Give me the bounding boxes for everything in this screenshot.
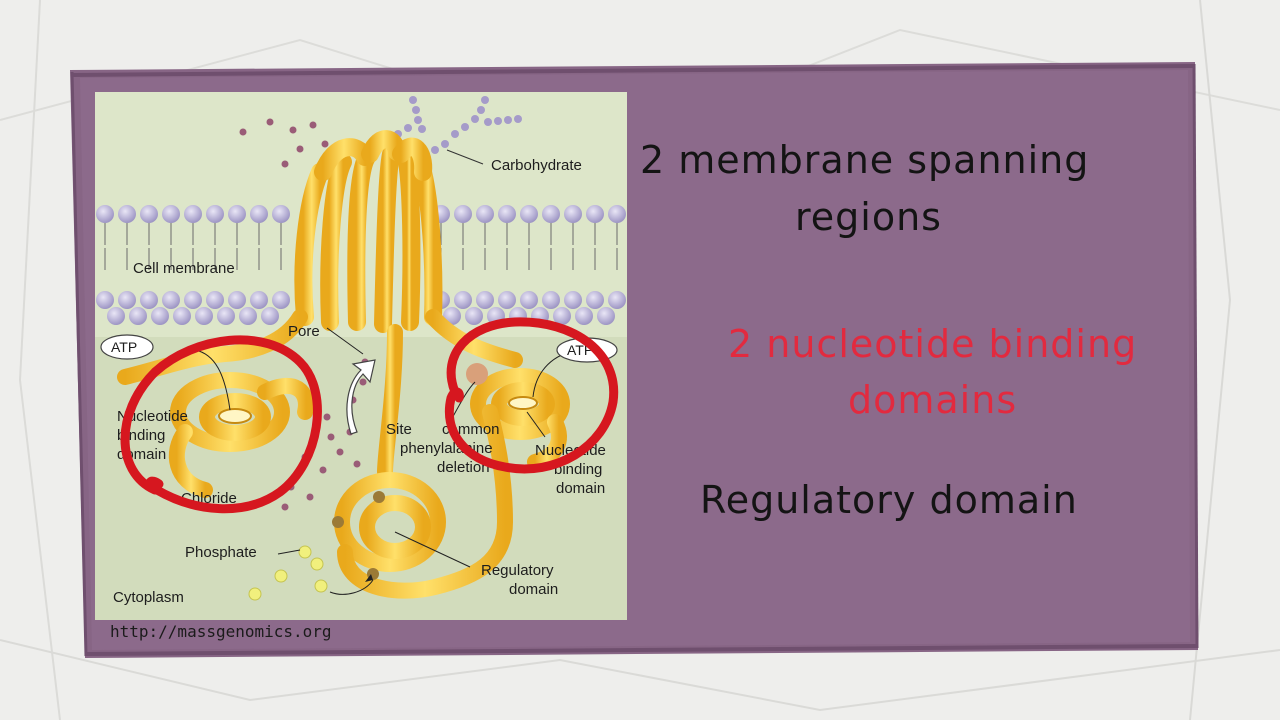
note-line-3: 2 nucleotide binding <box>728 322 1138 366</box>
label-nbd-left-3: domain <box>117 446 167 463</box>
label-site-3: phenylalanine <box>400 440 493 457</box>
label-regulatory-2: domain <box>509 581 559 598</box>
label-nbd-right-1: Nucleotide <box>535 442 606 459</box>
label-chloride: Chloride <box>181 490 237 507</box>
atp-binding-pocket-right <box>508 396 538 410</box>
note-line-1: 2 membrane spanning <box>640 138 1090 182</box>
phosphorylation-site <box>373 491 385 503</box>
phenylalanine-site-marker <box>466 363 488 385</box>
phosphorylation-site <box>332 516 344 528</box>
cftr-diagram: Carbohydrate Cell membrane Pore ATP ATP … <box>95 92 627 620</box>
note-line-4: domains <box>848 378 1018 422</box>
carbohydrate-pointer <box>446 149 484 165</box>
label-carbohydrate: Carbohydrate <box>491 157 582 174</box>
note-line-5: Regulatory domain <box>700 478 1078 522</box>
label-site-4: deletion <box>437 459 490 476</box>
label-atp-left: ATP <box>111 339 138 355</box>
label-cytoplasm: Cytoplasm <box>113 589 184 606</box>
source-credit: http://massgenomics.org <box>110 622 332 641</box>
label-atp-right: ATP <box>567 342 594 358</box>
transmembrane-domain <box>294 130 443 333</box>
label-phosphate: Phosphate <box>185 544 257 561</box>
label-regulatory-1: Regulatory <box>481 562 554 579</box>
label-site-2: common <box>442 421 500 438</box>
note-line-2: regions <box>795 195 942 239</box>
label-nbd-right-3: domain <box>556 480 606 497</box>
phosphate-groups <box>248 545 328 601</box>
label-site-1: Site <box>386 421 412 438</box>
label-nbd-left-2: binding <box>117 427 166 444</box>
label-cell-membrane: Cell membrane <box>133 260 235 277</box>
chloride-flow-arrow <box>346 359 376 435</box>
atp-binding-pocket-left <box>218 408 252 424</box>
carbohydrate-chain <box>394 96 522 154</box>
label-pore: Pore <box>288 323 320 340</box>
label-nbd-left-1: Nucleotide <box>117 408 188 425</box>
label-nbd-right-2: binding <box>554 461 603 478</box>
